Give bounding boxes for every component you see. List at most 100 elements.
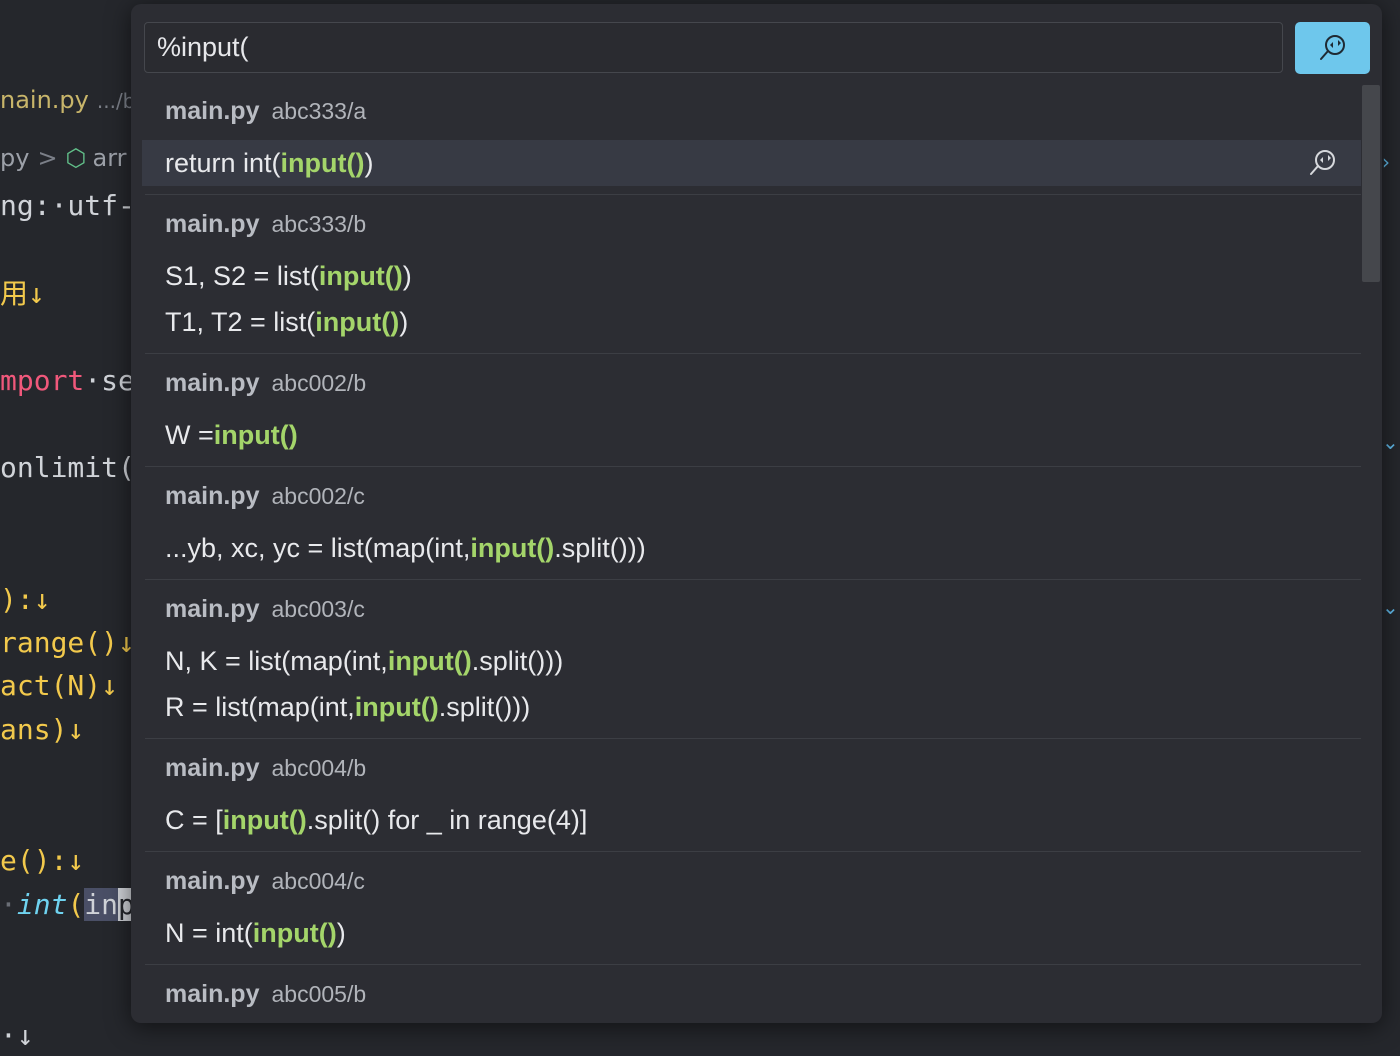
match-text: ) xyxy=(399,306,409,337)
result-file-name: main.py xyxy=(165,368,260,397)
code-keyword: mport xyxy=(0,364,85,397)
result-group: main.py abc002/c ...yb, xc, yc = list(map(… xyxy=(145,467,1361,580)
result-file-name: main.py xyxy=(165,481,260,510)
result-file-path: abc004/c xyxy=(271,867,365,894)
search-replace-icon xyxy=(1319,35,1345,60)
breadcrumb-file[interactable]: py xyxy=(0,144,30,172)
search-input[interactable] xyxy=(144,22,1283,73)
result-match-row[interactable]: T1, T2 = list(input()) xyxy=(145,299,1361,345)
code-line: mport·se xyxy=(0,361,135,401)
result-file-header[interactable]: main.py abc002/c xyxy=(145,467,1361,525)
result-group: main.py abc333/a return int(input()) xyxy=(142,82,1361,195)
match-text: C = [ xyxy=(165,804,223,835)
code-whitespace: · xyxy=(0,888,17,921)
result-file-path: abc002/c xyxy=(271,482,365,509)
result-match-row[interactable]: ...yb, xc, yc = list(map(int, input().sp… xyxy=(145,525,1361,571)
code-text: 用↓ xyxy=(0,277,45,310)
code-text: ):↓ xyxy=(0,583,51,616)
match-text: ...yb, xc, yc = list(map(int, xyxy=(165,532,471,563)
code-text: ( xyxy=(67,888,85,921)
result-match-row[interactable]: S1, S2 = list(input()) xyxy=(145,253,1361,299)
match-text: .split())) xyxy=(471,645,564,676)
code-text: act(N)↓ xyxy=(0,669,119,702)
match-text: N = int( xyxy=(165,917,253,948)
match-text: ) xyxy=(364,147,374,178)
result-file-path: abc333/b xyxy=(271,210,367,237)
result-file-header[interactable]: main.py abc333/b xyxy=(145,195,1361,253)
symbol-cube-icon: ⬡ xyxy=(65,144,87,172)
match-highlight: input() xyxy=(318,260,403,291)
fold-chevron-icon: ⌄ xyxy=(1382,430,1399,454)
result-file-header[interactable]: main.py abc002/b xyxy=(145,354,1361,412)
result-match-row[interactable]: N = int(input()) xyxy=(145,910,1361,956)
match-highlight: input() xyxy=(315,306,400,337)
editor-tab-path: .../b xyxy=(96,89,136,113)
match-text: R = list(map(int, xyxy=(165,691,355,722)
scrollbar-thumb[interactable] xyxy=(1362,85,1380,282)
code-line: ):↓ xyxy=(0,580,51,620)
result-match-row[interactable]: N, K = list(map(int, input().split())) xyxy=(145,638,1361,684)
match-text: N, K = list(map(int, xyxy=(165,645,388,676)
result-match-row[interactable]: R = list(map(int, input().split())) xyxy=(145,684,1361,730)
match-text: ) xyxy=(336,917,346,948)
code-selection: in xyxy=(84,888,119,921)
editor-tab[interactable]: nain.py .../b xyxy=(0,86,135,122)
match-highlight: input() xyxy=(354,691,439,722)
code-line: e():↓ xyxy=(0,841,84,881)
match-text: .split() for _ in range(4)] xyxy=(306,804,588,835)
search-replace-button[interactable] xyxy=(1295,22,1370,74)
code-line: onlimit( xyxy=(0,448,135,488)
result-file-name: main.py xyxy=(165,96,260,125)
result-group: main.py abc002/b W = input() xyxy=(145,354,1361,467)
match-highlight: input() xyxy=(470,532,555,563)
code-line: ans)↓ xyxy=(0,710,84,750)
match-highlight: input() xyxy=(252,917,337,948)
code-line: range()↓ xyxy=(0,623,135,663)
match-highlight: input() xyxy=(222,804,307,835)
result-match-row[interactable]: return int(input()) xyxy=(142,140,1361,186)
result-file-path: abc333/a xyxy=(271,97,367,124)
match-text: S1, S2 = list( xyxy=(165,260,319,291)
result-file-name: main.py xyxy=(165,979,260,1008)
match-text: .split())) xyxy=(438,691,531,722)
match-text: W = xyxy=(165,419,214,450)
match-highlight: input() xyxy=(213,419,298,450)
breadcrumb: py>⬡arr xyxy=(0,144,127,180)
result-match-row[interactable]: C = [input().split() for _ in range(4)] xyxy=(145,797,1361,843)
result-file-path: abc002/b xyxy=(271,369,367,396)
text-cursor: p xyxy=(118,888,135,921)
code-line: ·int(inp xyxy=(0,885,135,925)
editor-tab-name: nain.py xyxy=(0,86,89,114)
code-text: e():↓ xyxy=(0,844,85,877)
code-text: ·↓ xyxy=(0,1019,34,1052)
match-text: .split())) xyxy=(554,532,646,563)
code-line: ng:·utf- xyxy=(0,186,135,226)
match-text: T1, T2 = list( xyxy=(165,306,316,337)
code-text: onlimit( xyxy=(0,451,135,484)
code-line: 用↓ xyxy=(0,274,45,314)
match-text: return int( xyxy=(165,147,281,178)
result-file-header[interactable]: main.py abc333/a xyxy=(145,82,1361,140)
code-line: ·↓ xyxy=(0,1016,34,1056)
result-file-name: main.py xyxy=(165,209,260,238)
code-text: ng:·utf- xyxy=(0,189,135,222)
fold-chevron-icon: › xyxy=(1382,150,1390,174)
result-file-name: main.py xyxy=(165,753,260,782)
replace-in-file-icon[interactable] xyxy=(1307,147,1339,179)
code-text: range()↓ xyxy=(0,626,135,659)
code-text: ans)↓ xyxy=(0,713,85,746)
result-match-row[interactable]: W = input() xyxy=(145,412,1361,458)
chevron-right-icon: > xyxy=(37,144,58,172)
breadcrumb-symbol[interactable]: arr xyxy=(92,144,127,172)
